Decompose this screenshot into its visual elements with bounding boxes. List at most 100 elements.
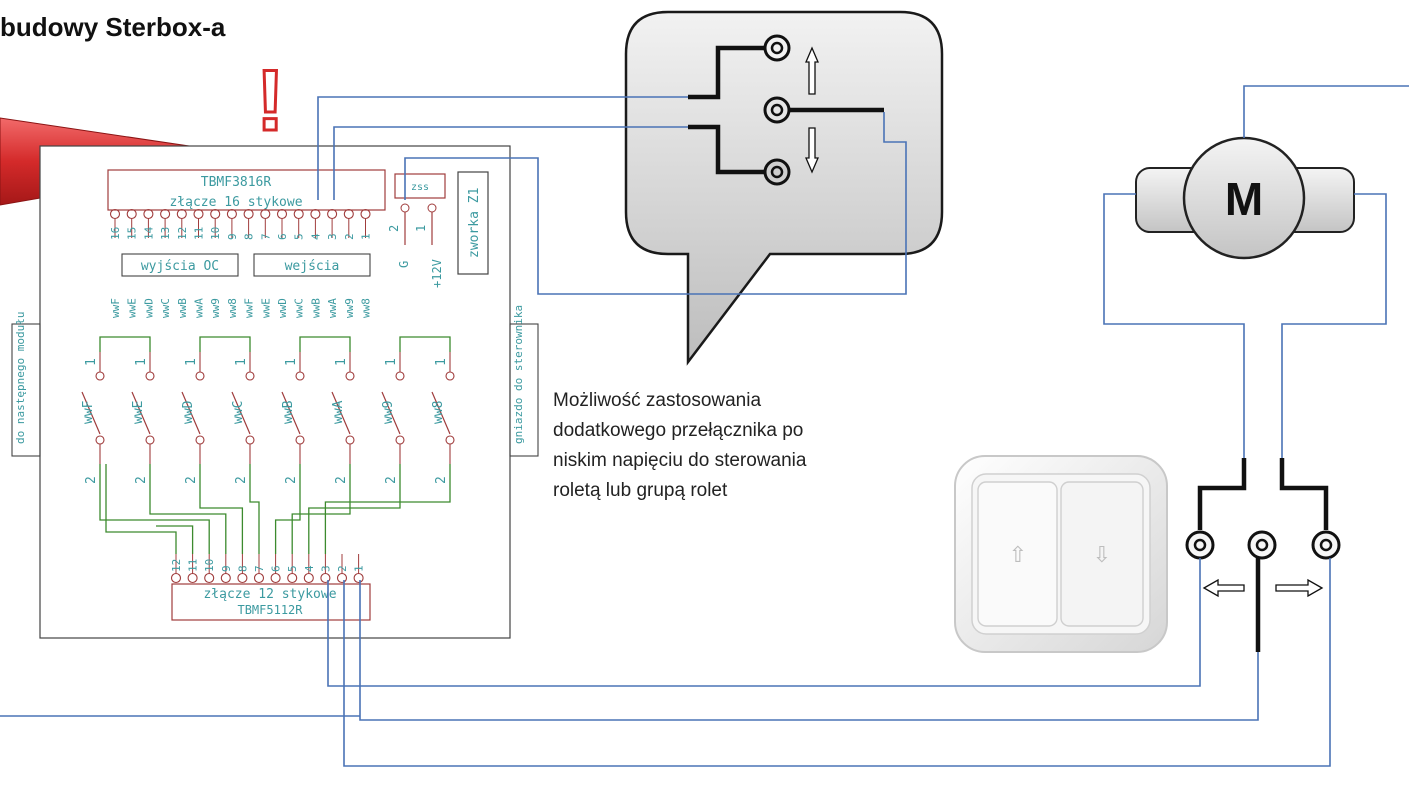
bottom-pin-label: 7	[253, 565, 266, 572]
bottom-connector-name: TBMF5112R	[237, 603, 303, 617]
inputs-box	[253, 253, 371, 277]
relay-name: wwC	[231, 401, 246, 424]
top-pin-label: 14	[142, 226, 155, 240]
outputs-box	[121, 253, 239, 277]
signal-name: wwA	[326, 298, 339, 318]
wall-switch: ⇧ ⇩	[954, 455, 1168, 653]
top-pin-label: 7	[259, 233, 272, 240]
signal-name: wwC	[159, 298, 172, 318]
top-pin-label: 6	[276, 233, 289, 240]
zss-pin-2-label: 2	[387, 225, 401, 232]
signal-name: wwB	[176, 298, 189, 318]
relay-pin-top-label: 1	[384, 358, 399, 366]
relay-name: wwA	[331, 400, 346, 424]
signal-name: ww9	[343, 298, 356, 318]
top-pin-label: 2	[343, 233, 356, 240]
board-outline	[39, 145, 511, 639]
signal-name: wwA	[193, 298, 206, 318]
relay-pin-bottom-label: 2	[134, 476, 149, 484]
wiring	[0, 85, 1409, 767]
relay-name: wwD	[181, 400, 196, 424]
zss-label: zss	[411, 182, 429, 193]
pin-g-label: G	[397, 261, 411, 268]
relay-blade	[231, 391, 251, 435]
switch-contact-symbol	[1185, 458, 1341, 652]
relay-pin-top-label: 1	[184, 358, 199, 366]
top-pin-label: 9	[226, 233, 239, 240]
relay-blade	[331, 391, 351, 435]
relay-blade	[381, 391, 401, 435]
switch-button-up	[977, 481, 1058, 627]
top-pin-label: 5	[293, 233, 306, 240]
warning-icon: !	[256, 53, 285, 149]
note-text: Możliwość zastosowania dodatkowego przeł…	[553, 390, 807, 501]
signal-name: wwD	[142, 298, 155, 318]
top-pin-label: 15	[126, 227, 139, 240]
bubble-switch-symbol	[688, 34, 884, 186]
jumper-label: zworka Z1	[467, 188, 482, 258]
top-connector-name: TBMF3816R	[201, 175, 272, 190]
relay-blade	[181, 391, 201, 435]
left-side-connector	[11, 323, 41, 457]
relay-pin-top-label: 1	[334, 358, 349, 366]
signal-name: wwF	[109, 298, 122, 318]
signal-name: ww8	[226, 298, 239, 318]
outputs-label: wyjścia OC	[141, 259, 219, 274]
relay-pin-bottom-label: 2	[234, 476, 249, 484]
top-pin-label: 13	[159, 227, 172, 240]
top-pin-label: 8	[243, 233, 256, 240]
relay-name: ww8	[431, 401, 446, 424]
pin-12v-label: +12V	[430, 259, 444, 288]
top-pin-label: 1	[360, 233, 373, 240]
page-title: budowy Sterbox-a	[0, 12, 226, 42]
relay-blade	[131, 391, 151, 435]
relay-pin-bottom-label: 2	[84, 476, 99, 484]
relay-blade	[81, 391, 101, 435]
switch-button-down	[1060, 481, 1144, 627]
relay-blade	[431, 391, 451, 435]
signal-name: ww9	[209, 298, 222, 318]
motor-label: M	[1225, 173, 1263, 225]
signal-name: ww8	[360, 298, 373, 318]
top-pin-label: 11	[193, 227, 206, 240]
relay-pin-bottom-label: 2	[334, 476, 349, 484]
signal-name: wwB	[309, 298, 322, 318]
top-pin-label: 10	[209, 227, 222, 240]
note-line-3: niskim napięciu do sterowania	[553, 450, 807, 471]
relay-name: wwF	[81, 400, 96, 424]
top-pin-label: 16	[109, 227, 122, 240]
bottom-pin-label: 2	[336, 565, 349, 572]
relay-pin-bottom-label: 2	[184, 476, 199, 484]
bottom-pin-label: 10	[203, 559, 216, 572]
top-pin-label: 12	[176, 227, 189, 240]
note-line-2: dodatkowego przełącznika po	[553, 420, 803, 441]
relay-pin-top-label: 1	[234, 358, 249, 366]
note-line-1: Możliwość zastosowania	[553, 390, 761, 411]
relay-name: wwE	[131, 401, 146, 424]
relay-name: wwB	[281, 400, 296, 424]
signal-name: wwE	[259, 298, 272, 318]
relay-pin-top-label: 1	[84, 358, 99, 366]
up-arrow-icon: ⇧	[1009, 543, 1027, 568]
zss-box	[394, 173, 446, 199]
jumper-box	[457, 171, 489, 275]
relay-pin-bottom-label: 2	[284, 476, 299, 484]
inputs-label: wejścia	[285, 259, 340, 274]
relay-pin-bottom-label: 2	[434, 476, 449, 484]
bottom-connector-box	[171, 583, 371, 621]
signal-name: wwD	[276, 298, 289, 318]
right-side-connector	[509, 323, 539, 457]
top-pin-label: 3	[326, 233, 339, 240]
bottom-pin-label: 8	[236, 565, 249, 572]
relay-name: ww9	[381, 401, 396, 424]
bottom-pin-label: 4	[303, 565, 316, 572]
bottom-pin-label: 9	[220, 565, 233, 572]
relay-pin-top-label: 1	[434, 358, 449, 366]
speech-bubble	[624, 10, 944, 366]
down-arrow-icon: ⇩	[1093, 543, 1111, 568]
